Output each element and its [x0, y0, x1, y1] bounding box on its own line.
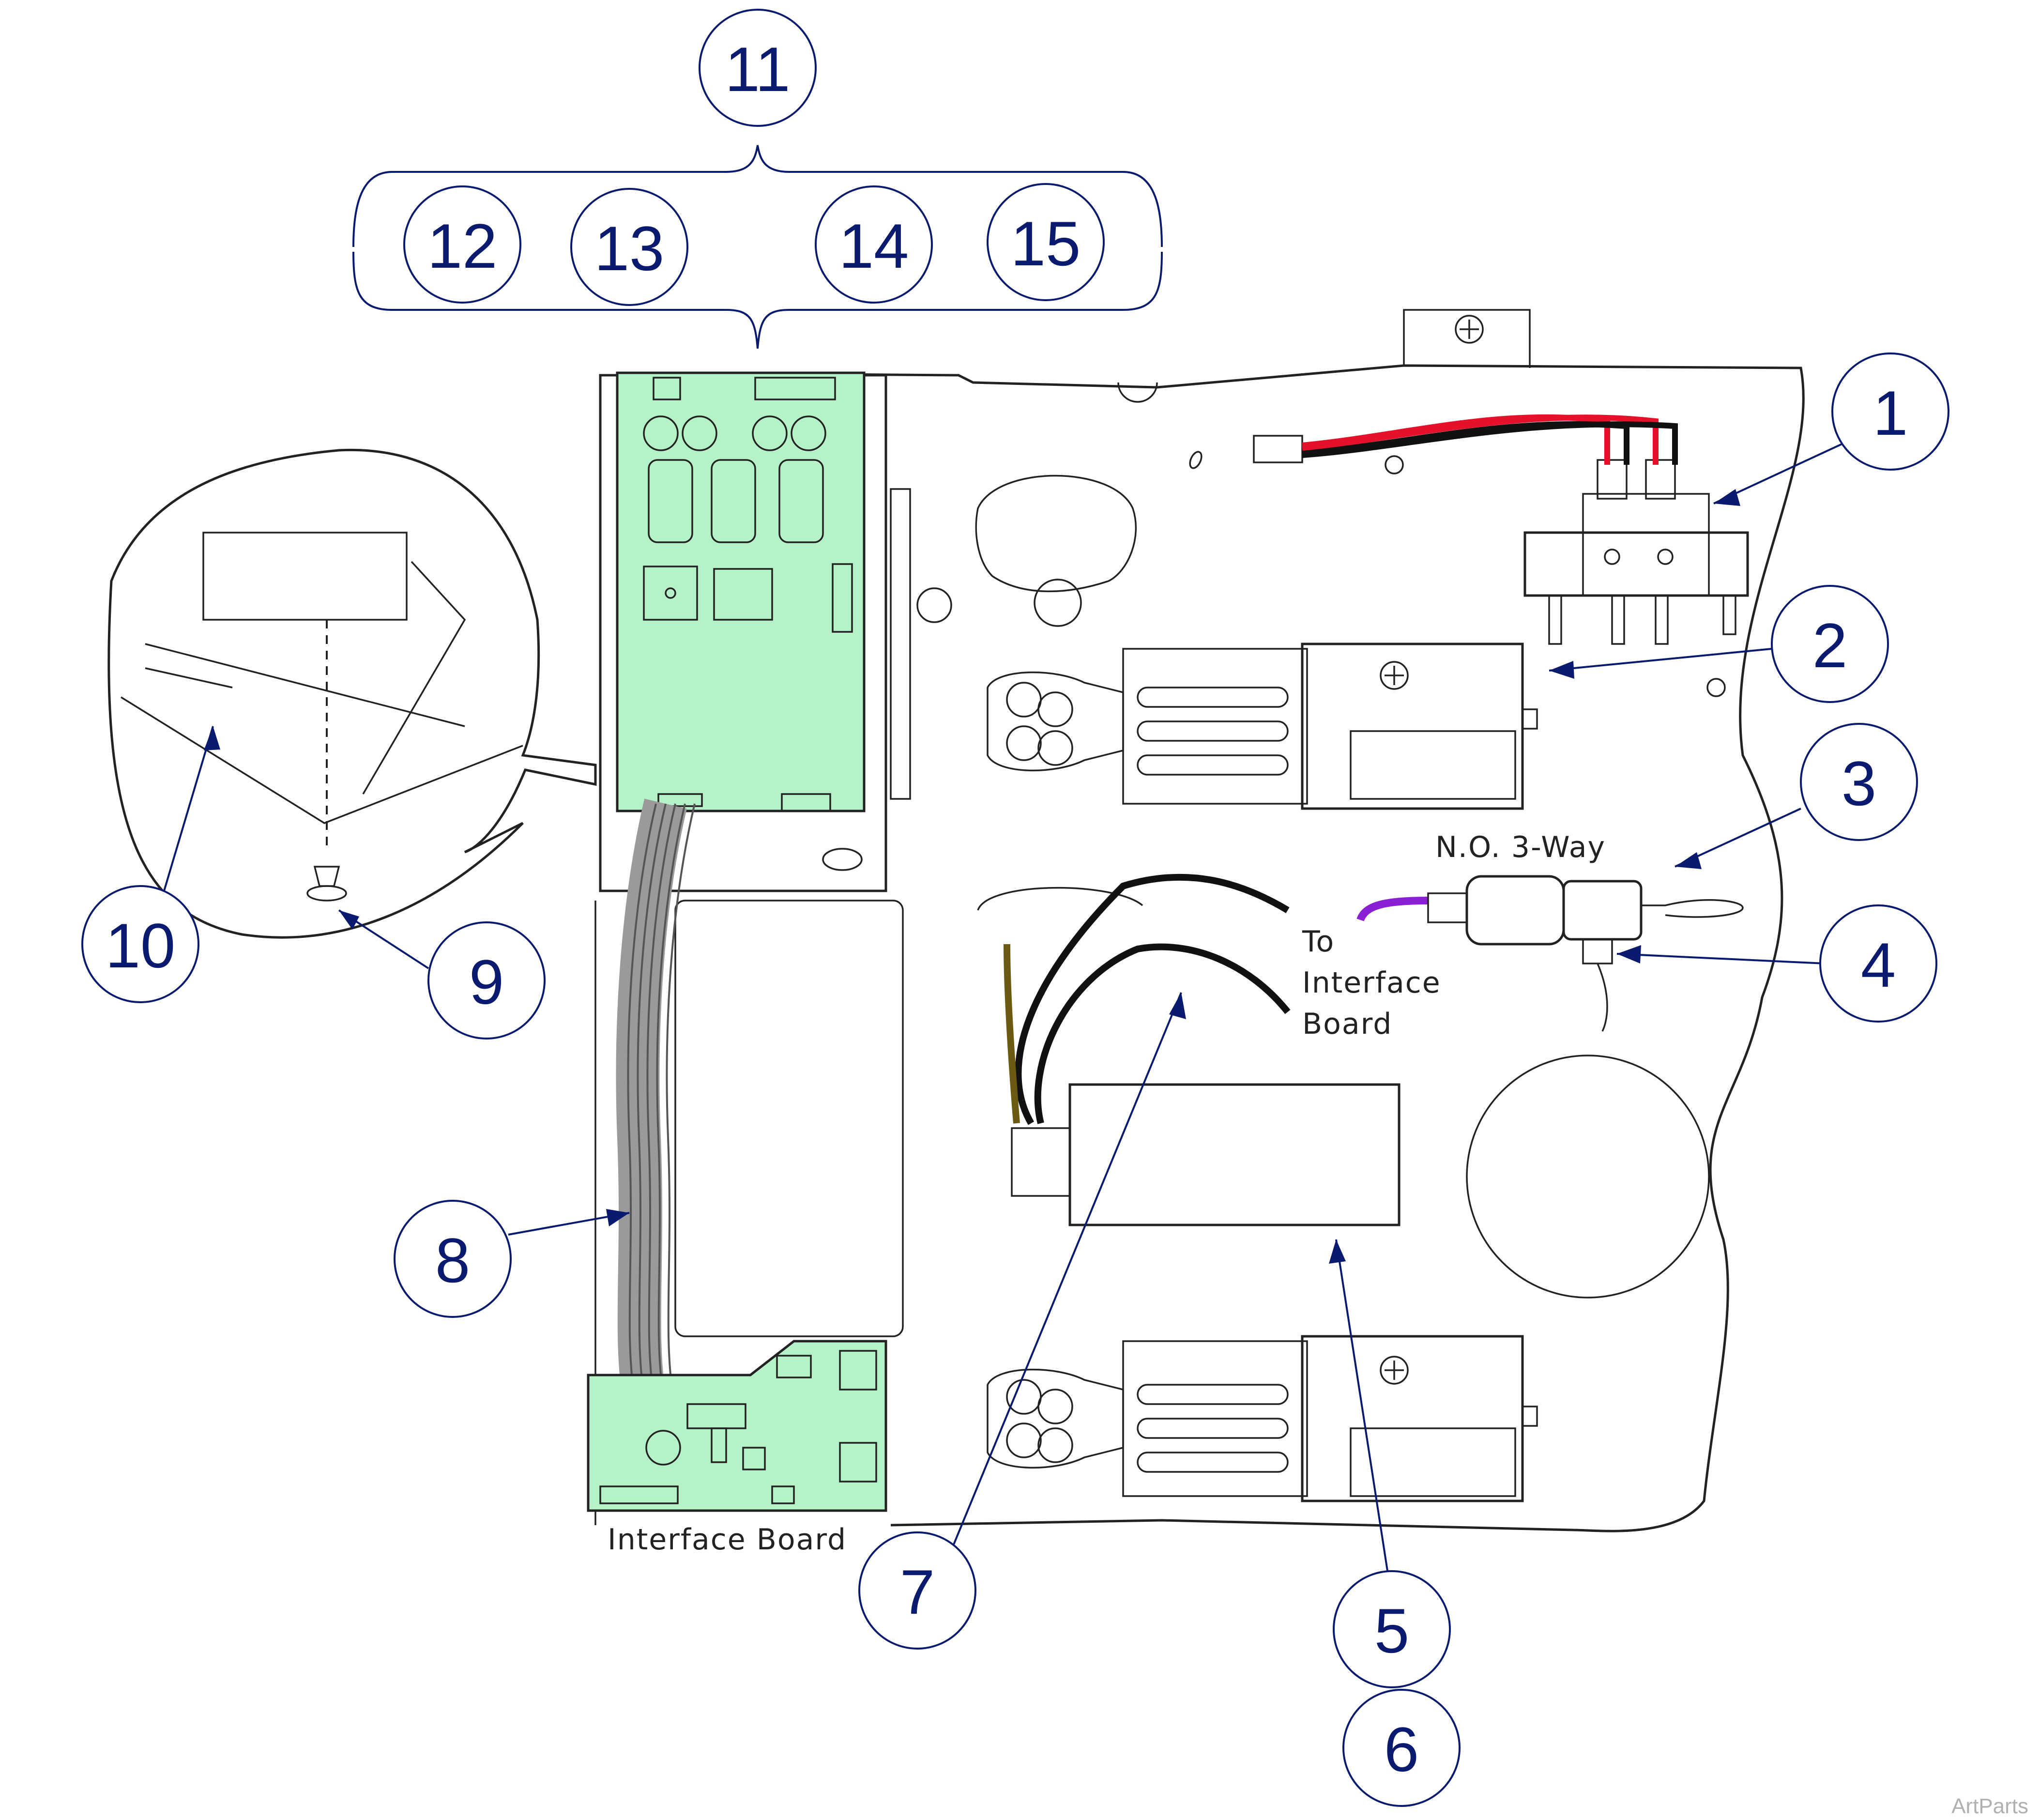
callout-circle-7: [858, 1531, 976, 1650]
bracket-top: [352, 145, 1163, 247]
watermark: ArtParts: [1951, 1794, 2028, 1818]
callout-circle-3: [1800, 723, 1918, 841]
callout-circle-15: [987, 183, 1105, 301]
solenoid-valves: [1253, 414, 1749, 645]
callout-8: 8: [435, 1225, 470, 1296]
callout-3: 3: [1842, 748, 1876, 819]
leader-lines: [159, 145, 1850, 1584]
callout-circle-1: [1831, 352, 1949, 471]
callout-15: 15: [1011, 208, 1081, 279]
pump-upper: [987, 642, 1538, 810]
callout-10: 10: [106, 910, 176, 981]
callout-circle-5: [1333, 1570, 1451, 1688]
capacitor: [977, 873, 1401, 1226]
callout-5: 5: [1374, 1595, 1409, 1666]
to-interface-line1: To: [1302, 925, 1335, 959]
chassis-plate: [594, 309, 1805, 1532]
no-3way-label: N.O. 3-Way: [1435, 830, 1606, 864]
callout-circle-11: [699, 9, 817, 127]
arrowheads: [204, 489, 1740, 1264]
callout-circles: [81, 9, 1949, 1807]
to-interface-line3: Board: [1302, 1007, 1392, 1041]
callout-9: 9: [469, 947, 504, 1017]
interface-board-label: Interface Board: [608, 1523, 847, 1557]
callout-circle-12: [403, 185, 521, 304]
bracket-bottom: [352, 251, 1163, 349]
pump-lower: [987, 1335, 1538, 1502]
callout-circle-8: [394, 1200, 512, 1318]
callout-12: 12: [427, 211, 498, 281]
callout-circle-6: [1342, 1689, 1461, 1807]
callout-7: 7: [900, 1557, 935, 1627]
callout-14: 14: [839, 211, 909, 281]
callout-1: 1: [1873, 378, 1908, 448]
callout-circle-9: [427, 921, 546, 1040]
three-way-valve: [1356, 875, 1744, 1032]
callout-circle-10: [81, 885, 199, 1003]
callout-circle-13: [570, 188, 688, 306]
callout-2: 2: [1812, 610, 1847, 681]
callout-6: 6: [1384, 1714, 1419, 1785]
callout-circle-4: [1819, 904, 1937, 1023]
callout-circle-2: [1771, 585, 1889, 703]
control-board: [599, 371, 904, 1337]
to-interface-line2: Interface: [1302, 966, 1441, 1000]
callout-4: 4: [1861, 930, 1896, 1000]
callout-13: 13: [594, 213, 665, 284]
interface-board: [587, 1340, 887, 1512]
callout-circle-14: [815, 185, 933, 304]
ribbon-cable: [616, 798, 696, 1398]
callout-11: 11: [725, 34, 791, 105]
